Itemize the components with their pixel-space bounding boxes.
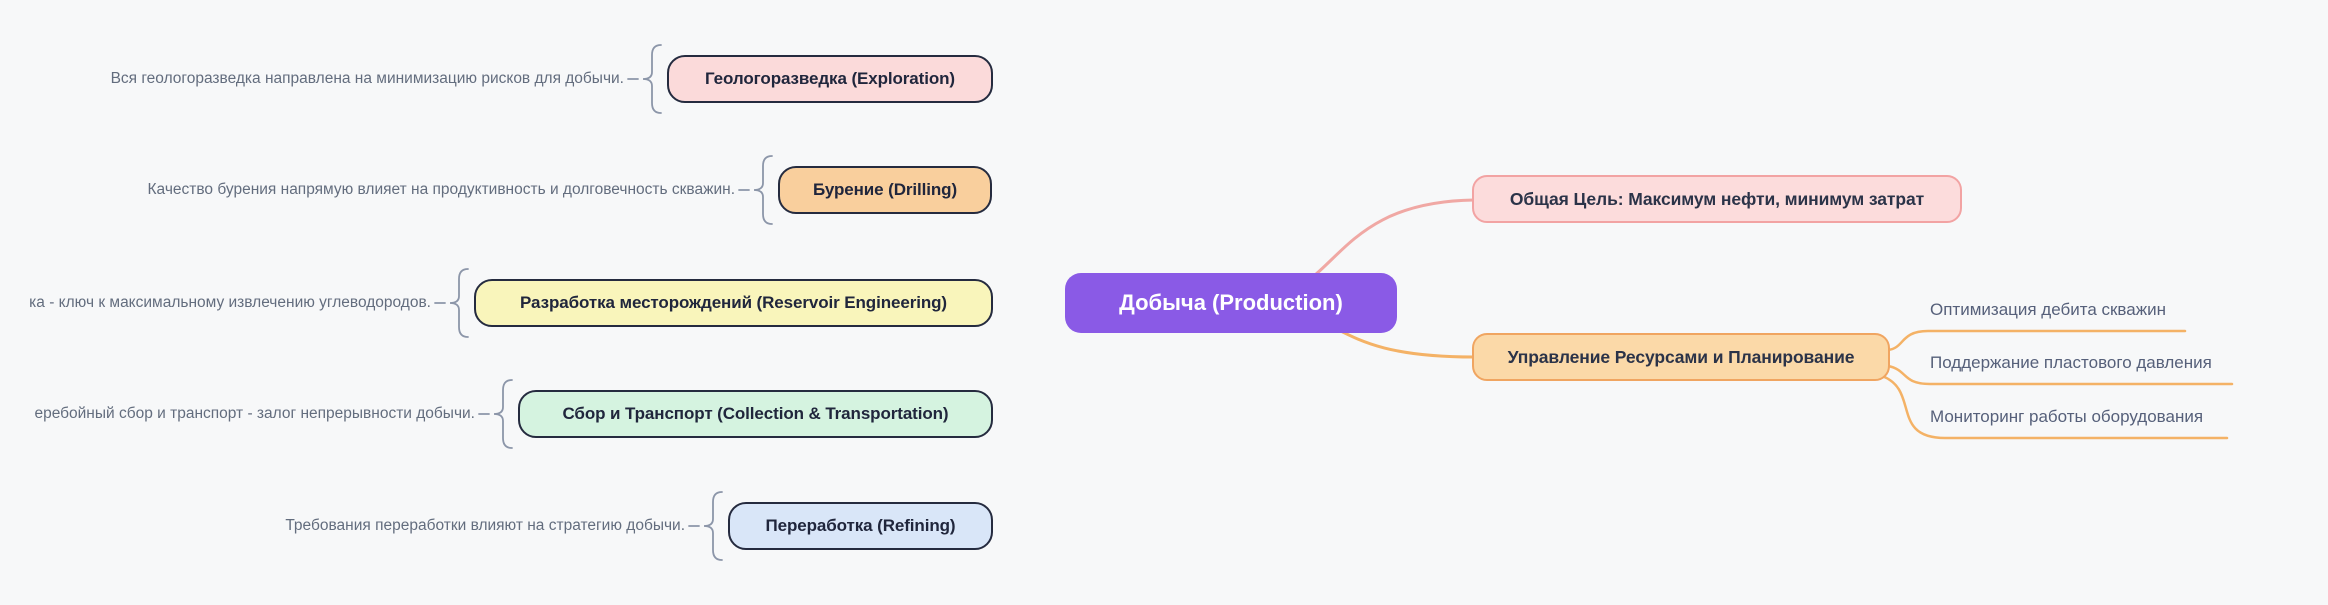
topic-exploration[interactable]: Геологоразведка (Exploration) bbox=[667, 55, 993, 103]
note-exploration[interactable]: Вся геологоразведка направлена на миними… bbox=[110, 70, 624, 87]
topic-drilling[interactable]: Бурение (Drilling) bbox=[778, 166, 992, 214]
note-refining[interactable]: Требования переработки влияют на стратег… bbox=[285, 517, 685, 534]
summary-brace-3 bbox=[449, 268, 469, 338]
topic-resource-management[interactable]: Управление Ресурсами и Планирование bbox=[1472, 333, 1890, 381]
topic-reservoir[interactable]: Разработка месторождений (Reservoir Engi… bbox=[474, 279, 993, 327]
note-drilling[interactable]: Качество бурения напрямую влияет на прод… bbox=[147, 181, 735, 198]
note-collection[interactable]: еребойный сбор и транспорт - залог непре… bbox=[34, 405, 475, 422]
child-topic-well-rate-optimization[interactable]: Оптимизация дебита скважин bbox=[1930, 300, 2166, 319]
summary-brace-5 bbox=[703, 491, 723, 561]
central-topic-production[interactable]: Добыча (Production) bbox=[1065, 273, 1397, 333]
topic-overall-goal[interactable]: Общая Цель: Максимум нефти, минимум затр… bbox=[1472, 175, 1962, 223]
child-topic-equipment-monitoring[interactable]: Мониторинг работы оборудования bbox=[1930, 407, 2204, 426]
branch-line-child-3 bbox=[1880, 374, 2229, 440]
summary-brace-2 bbox=[753, 155, 773, 225]
summary-brace-1 bbox=[642, 44, 662, 114]
note-reservoir[interactable]: ка - ключ к максимальному извлечению угл… bbox=[29, 294, 431, 311]
topic-refining[interactable]: Переработка (Refining) bbox=[728, 502, 993, 550]
child-topic-reservoir-pressure[interactable]: Поддержание пластового давления bbox=[1930, 353, 2212, 372]
topic-collection[interactable]: Сбор и Транспорт (Collection & Transport… bbox=[518, 390, 993, 438]
branch-line-child-1 bbox=[1886, 329, 2187, 352]
summary-brace-4 bbox=[493, 379, 513, 449]
branch-line-child-2 bbox=[1886, 364, 2234, 386]
